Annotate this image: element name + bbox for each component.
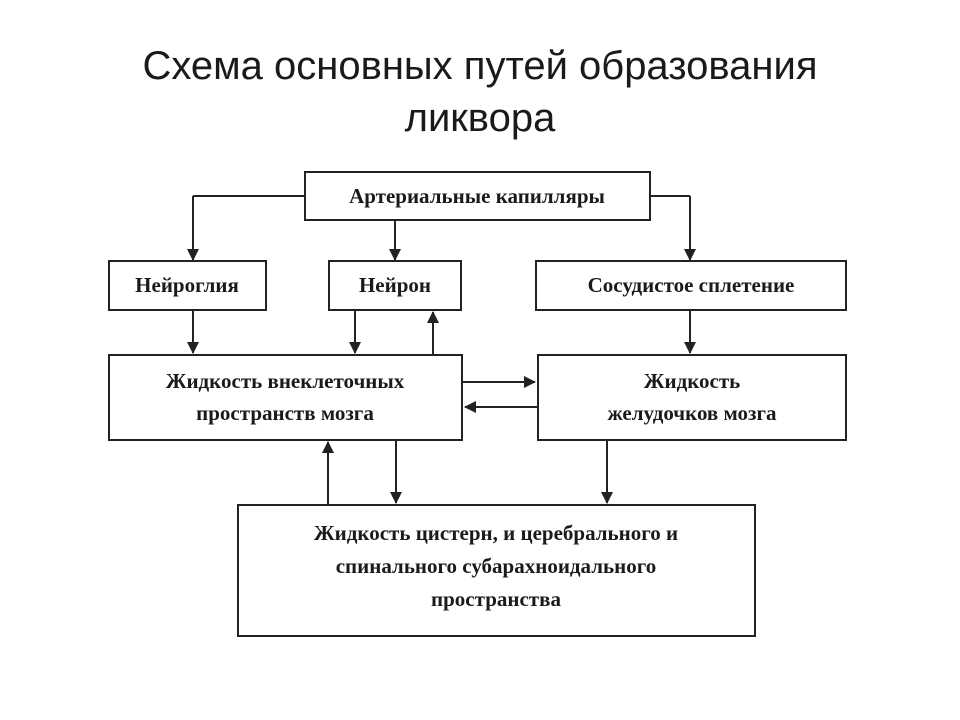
node-arterial-capillaries-box bbox=[304, 171, 651, 221]
node-ventricular-fluid: Жидкость желудочков мозга bbox=[537, 354, 847, 441]
node-cistern-fluid-box bbox=[237, 504, 756, 637]
node-arterial-capillaries: Артериальные капилляры bbox=[304, 171, 651, 221]
node-neuroglia-box bbox=[108, 260, 267, 311]
diagram-edges bbox=[187, 195, 696, 505]
node-ventricular-fluid-label-line-2: желудочков мозга bbox=[607, 401, 777, 425]
node-extracellular-fluid: Жидкость внеклеточных пространств мозга bbox=[108, 354, 463, 441]
node-cistern-fluid: Жидкость цистерн, и церебрального и спин… bbox=[237, 504, 756, 637]
node-extracellular-fluid-box bbox=[108, 354, 463, 441]
slide-title-line-2: ликвора bbox=[404, 96, 556, 140]
node-neuron-label: Нейрон bbox=[359, 273, 431, 297]
node-cistern-fluid-label-line-3: пространства bbox=[431, 587, 561, 611]
node-ventricular-fluid-box bbox=[537, 354, 847, 441]
node-choroid-plexus-box bbox=[535, 260, 847, 311]
node-arterial-capillaries-label: Артериальные капилляры bbox=[349, 184, 605, 208]
node-neuron: Нейрон bbox=[328, 260, 462, 311]
slide-title: Схема основных путей образования ликвора bbox=[0, 40, 960, 144]
node-cistern-fluid-label-line-2: спинального субарахноидального bbox=[336, 554, 657, 578]
node-neuroglia-label: Нейроглия bbox=[135, 273, 239, 297]
node-neuroglia: Нейроглия bbox=[108, 260, 267, 311]
node-extracellular-fluid-label-line-1: Жидкость внеклеточных bbox=[166, 369, 405, 393]
node-ventricular-fluid-label-line-1: Жидкость bbox=[644, 369, 741, 393]
node-choroid-plexus: Сосудистое сплетение bbox=[535, 260, 847, 311]
node-choroid-plexus-label: Сосудистое сплетение bbox=[588, 273, 795, 297]
slide-title-line-1: Схема основных путей образования bbox=[142, 44, 818, 88]
node-extracellular-fluid-label-line-2: пространств мозга bbox=[196, 401, 374, 425]
node-cistern-fluid-label-line-1: Жидкость цистерн, и церебрального и bbox=[314, 521, 678, 545]
node-neuron-box bbox=[328, 260, 462, 311]
